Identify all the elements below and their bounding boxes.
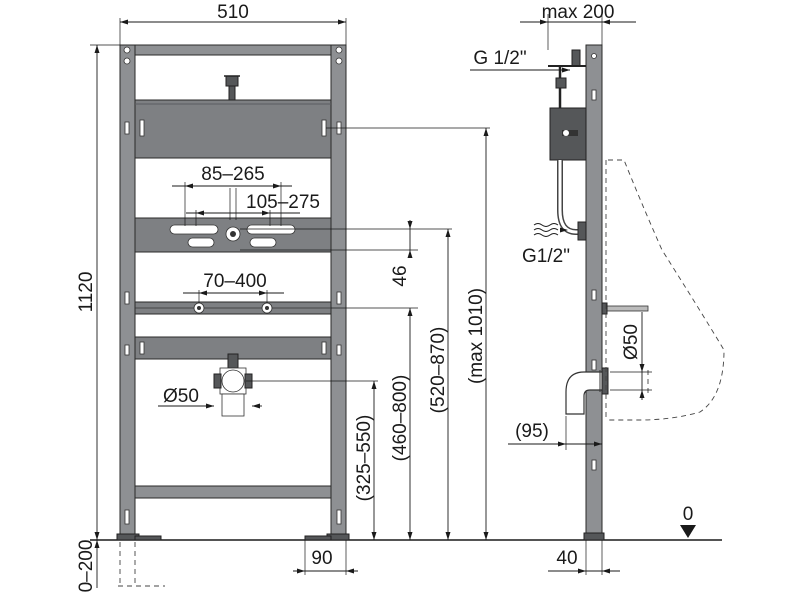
dim-hole-spacing-outer: 85–265 <box>172 164 292 226</box>
dim-plate-range-label: (520–870) <box>428 327 449 414</box>
side-drain-elbow <box>565 367 609 415</box>
dim-depth: 40 <box>548 540 620 575</box>
urinal-outline <box>605 159 725 421</box>
lower-plate <box>134 336 332 360</box>
dim-below-floor-label: 0–200 <box>76 540 97 593</box>
anchor-bar <box>134 301 332 315</box>
dim-depth-label: 40 <box>556 548 577 569</box>
side-top-connector <box>548 49 586 108</box>
floor-zero-marker: 0 <box>680 504 696 538</box>
dim-max-depth: max 200 <box>520 2 636 50</box>
dim-bar-spacing: 70–400 <box>183 271 284 303</box>
inlet-valve <box>224 75 240 101</box>
dim-max-height-label: (max 1010) <box>466 288 487 384</box>
dim-connector-bottom-label: G1/2" <box>522 246 570 267</box>
dim-hole-spacing-inner: 105–275 <box>186 188 320 226</box>
front-frame <box>116 44 350 541</box>
dim-connector-bottom: G1/2" <box>522 223 570 267</box>
dim-connector-top: G 1/2" <box>470 48 570 73</box>
dim-bar-height-label: (460–800) <box>390 375 411 462</box>
dim-bar-height: (460–800) <box>390 308 413 540</box>
dim-below-floor: 0–200 <box>76 540 165 593</box>
top-plate <box>134 99 332 159</box>
dim-plate-height-label: 46 <box>390 265 411 286</box>
dim-max-height: (max 1010) <box>466 128 489 540</box>
dim-height-label: 1120 <box>76 272 97 313</box>
side-anchor-bar <box>601 302 649 315</box>
extension-lines <box>240 127 490 382</box>
dim-drain-front: Ø50 <box>158 386 262 409</box>
post-slots <box>124 121 342 525</box>
dim-hole-spacing-inner-label: 105–275 <box>246 192 320 213</box>
dim-offset-label: (95) <box>515 421 549 442</box>
dim-drain-side: Ø50 <box>610 312 652 400</box>
dim-drain-height-label: (325–550) <box>354 415 375 502</box>
dim-drain-front-label: Ø50 <box>163 386 199 407</box>
dim-width-label: 510 <box>217 2 249 23</box>
side-frame <box>583 44 605 541</box>
floor-zero-label: 0 <box>683 504 694 525</box>
dim-max-depth-label: max 200 <box>542 2 615 23</box>
bracket-plate <box>134 217 332 253</box>
dim-foot: 90 <box>293 540 358 575</box>
side-valve-box <box>549 107 587 161</box>
side-supply-pipe <box>557 160 587 241</box>
dim-hole-spacing-outer-label: 85–265 <box>201 164 264 185</box>
dim-plate-height: 46 <box>390 220 413 287</box>
dim-foot-label: 90 <box>311 548 332 569</box>
dim-bar-spacing-label: 70–400 <box>203 271 266 292</box>
dim-offset: (95) <box>508 416 602 450</box>
dim-connector-top-label: G 1/2" <box>473 48 526 69</box>
dim-width: 510 <box>119 2 347 45</box>
dim-drain-side-label: Ø50 <box>621 324 642 360</box>
dim-plate-range: (520–870) <box>428 229 451 540</box>
dim-height: 1120 <box>76 44 120 540</box>
drain-fitting <box>213 353 253 417</box>
dim-drain-height: (325–550) <box>354 381 377 540</box>
